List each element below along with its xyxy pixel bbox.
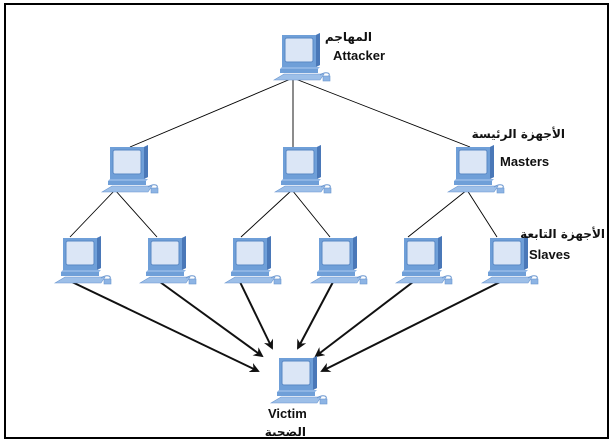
masters-label-ar: الأجهزة الرئيسة	[472, 126, 565, 141]
attacker-label-en: Attacker	[333, 48, 385, 63]
slaves-label-ar: الأجهزة التابعة	[520, 226, 605, 241]
master-3-computer-icon	[447, 144, 505, 194]
link-master-2-to-slave-3	[240, 189, 293, 238]
attacker-computer-icon	[273, 32, 331, 82]
slaves-label-en: Slaves	[529, 247, 570, 262]
victim-computer-icon	[270, 355, 328, 405]
victim-label-ar: الضحية	[265, 425, 306, 439]
link-master-3-to-slave-5	[407, 189, 468, 238]
attack-arrow-slave-1-to-victim	[71, 281, 260, 373]
master-1-computer-icon	[101, 144, 159, 194]
link-attacker-to-master-3	[292, 77, 471, 148]
link-master-3-to-slave-6	[466, 189, 498, 238]
attack-arrow-slave-5-to-victim	[314, 281, 414, 358]
link-master-2-to-slave-4	[291, 189, 331, 238]
link-master-1-to-slave-2	[114, 189, 158, 238]
attack-arrow-slave-3-to-victim	[239, 281, 274, 350]
link-attacker-to-master-1	[129, 77, 294, 148]
slave-5-computer-icon	[395, 235, 453, 285]
slave-3-computer-icon	[224, 235, 282, 285]
slave-2-computer-icon	[139, 235, 197, 285]
slave-4-computer-icon	[310, 235, 368, 285]
attack-arrow-slave-4-to-victim	[297, 281, 334, 350]
edges	[69, 77, 501, 373]
masters-label-en: Masters	[500, 154, 549, 169]
victim-label-en: Victim	[268, 406, 307, 421]
attacker-label-ar: المهاجم	[325, 30, 372, 44]
master-2-computer-icon	[274, 144, 332, 194]
attack-arrow-slave-6-to-victim	[320, 281, 501, 372]
attack-arrow-slave-2-to-victim	[159, 281, 264, 358]
link-master-1-to-slave-1	[69, 189, 116, 238]
nodes	[54, 32, 539, 405]
slave-1-computer-icon	[54, 235, 112, 285]
